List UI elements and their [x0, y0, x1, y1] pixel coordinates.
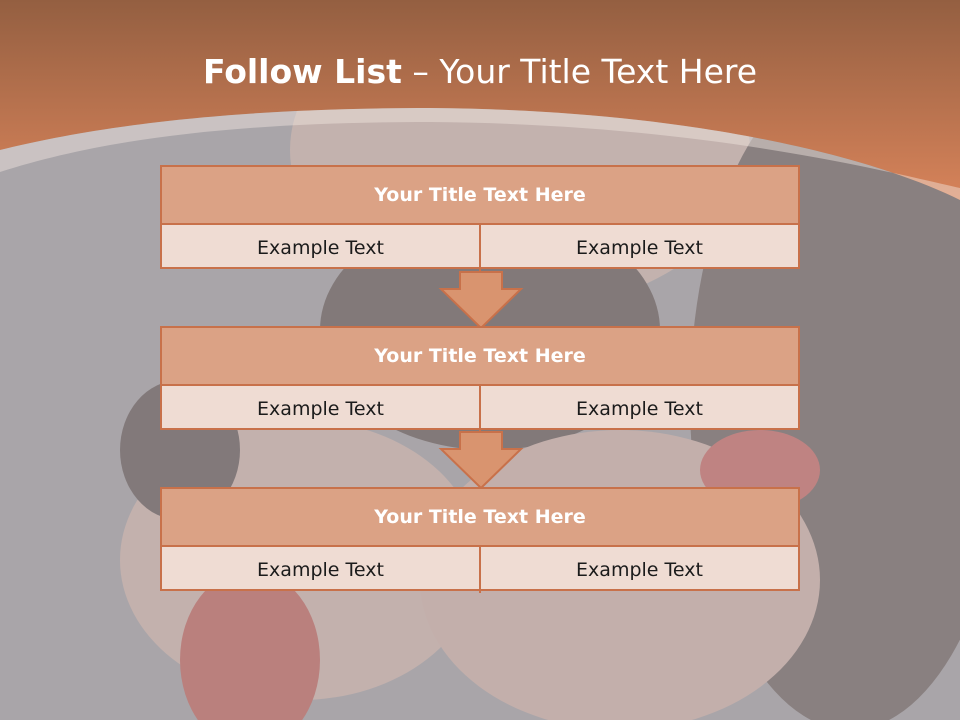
step-box-2: Your Title Text Here Example Text Exampl… [160, 326, 800, 432]
step-title: Your Title Text Here [162, 167, 798, 225]
step-right-text: Example Text [576, 559, 703, 581]
step-title: Your Title Text Here [162, 489, 798, 547]
step-left-text: Example Text [162, 386, 481, 432]
step-right-text: Example Text [576, 398, 703, 420]
step-left-text: Example Text [162, 547, 481, 593]
step-right-text: Example Text [576, 237, 703, 259]
step-left-text: Example Text [162, 225, 481, 271]
header-band [0, 0, 960, 200]
down-arrow-icon [438, 271, 524, 329]
step-box-3: Your Title Text Here Example Text Exampl… [160, 487, 800, 593]
step-title: Your Title Text Here [162, 328, 798, 386]
title-bold: Follow List [202, 52, 402, 91]
title-rest: – Your Title Text Here [401, 52, 758, 91]
slide-title: Follow List – Your Title Text Here [0, 52, 960, 91]
step-box-1: Your Title Text Here Example Text Exampl… [160, 165, 800, 271]
down-arrow-icon [438, 431, 524, 489]
